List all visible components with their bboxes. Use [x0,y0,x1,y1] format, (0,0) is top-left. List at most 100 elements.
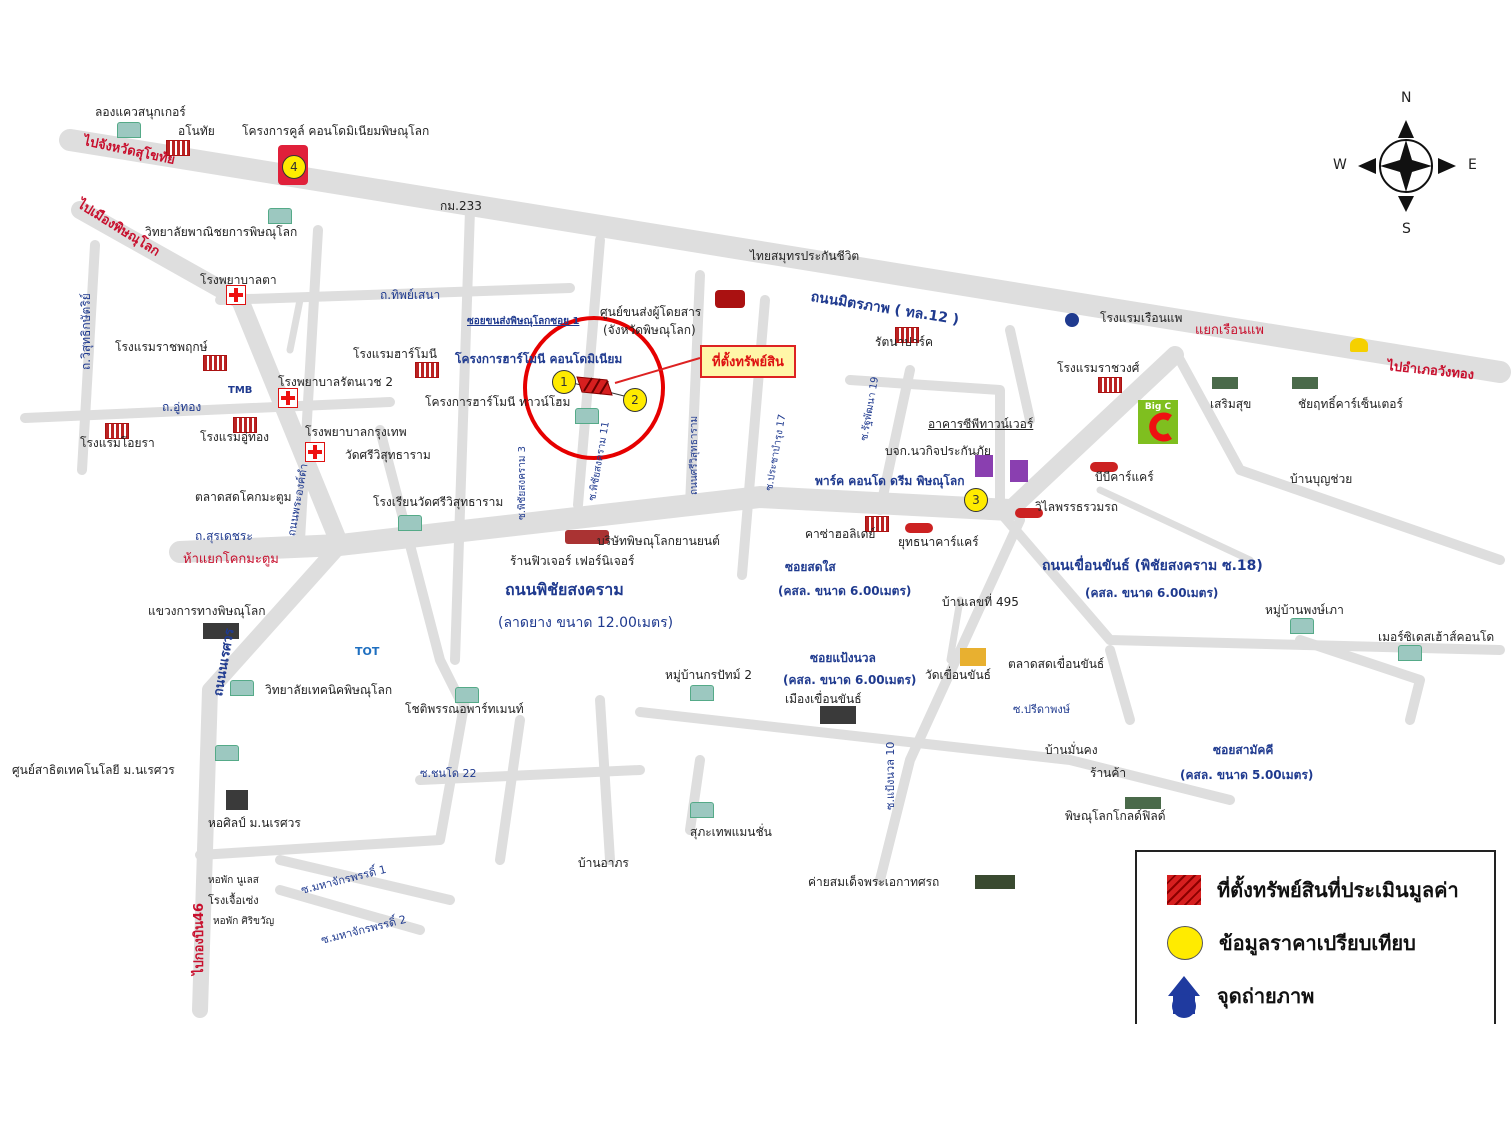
legend-label: ข้อมูลราคาเปรียบเทียบ [1219,931,1416,955]
compass-rose [1358,120,1456,212]
place-label: โรงแรมอู่ทอง [200,430,270,444]
road-label: ซ.แป้งนวล 10 [884,741,897,810]
blue-arrow-icon [1168,976,1200,1018]
road-label: ถ.อู่ทอง [162,400,202,414]
place-label: ร้านค้า [1090,766,1127,780]
road-naresuan [192,537,348,1018]
compass-east: E [1468,157,1477,173]
place-label: บ้านบุญช่วย [1290,472,1353,486]
yellow-circle-icon [1167,926,1203,960]
legend-label: จุดถ่ายภาพ [1217,984,1315,1008]
hotel-icon [865,516,889,532]
place-label: หอพัก ศิริขวัญ [213,916,275,927]
place-label: วิทยาลัยเทคนิคพิษณุโลก [265,683,393,697]
big-c-text: Big C [1144,402,1172,412]
place-label: หอพัก นูเลส [208,875,259,886]
comparable-marker-3[interactable]: 3 [964,488,988,512]
hotel-icon [105,423,129,439]
village-icon [1290,618,1314,634]
place-label: โรงพยาบาลตา [200,273,277,287]
place-label: กม.233 [440,199,482,213]
place-label: ไทยสมุทรประกันชีวิต [750,249,860,263]
car-icon [1015,508,1043,518]
place-label: บจก.นวกิจประกันภัย [885,444,991,458]
road-label-phichai-songkhram: ถนนพิชัยสงคราม [505,580,624,599]
place-label: บีบีคาร์แคร์ [1095,470,1154,484]
compass-south: S [1402,221,1411,237]
place-label: บริษัทพิษณุโลกยานยนต์ [597,534,720,548]
comparable-marker-2[interactable]: 2 [623,388,647,412]
place-label: ร้านฟิวเจอร์ เฟอร์นิเจอร์ [510,554,635,568]
big-c-logo [1138,400,1178,444]
school-icon [215,745,239,761]
legend-item-photo-point: จุดถ่ายภาพ [1167,974,1314,1018]
road-label: ซอยสามัคคี [1213,743,1274,757]
hospital-icon [305,442,325,462]
legend-item-subject: ที่ตั้งทรัพย์สินที่ประเมินมูลค่า [1167,874,1459,906]
car-icon [1090,462,1118,472]
place-label: โครงการฮาร์โมนี ทาวน์โฮม [425,395,571,409]
road-label: ถนนเขื่อนขันธ์ (พิชัยสงคราม ซ.18) [1042,558,1263,574]
place-label: อโนทัย [178,124,215,138]
school-icon [398,515,422,531]
place-label: ศูนย์ขนส่งผู้โดยสาร [600,305,702,319]
place-label: ค่ายสมเด็จพระเอกาทศรถ [808,875,940,889]
compass-north: N [1401,90,1412,106]
place-label: หมู่บ้านพงษ์เภา [1265,603,1344,617]
place-label: อาคารซีพีทาวน์เวอร์ [928,417,1034,431]
hospital-icon [226,285,246,305]
road-label: ซ.ชนโด 22 [420,767,477,780]
place-label: โรงเรียนวัดศรีวิสุทธาราม [373,495,504,509]
place-label: รัตนาปาร์ค [875,335,934,349]
place-label: ลองแควสนุกเกอร์ [95,105,186,119]
mansion-icon [690,802,714,818]
museum-icon [226,790,248,810]
tmb-logo: TMB [228,385,253,396]
factory-icon [1212,377,1238,389]
road-spec: (คสล. ขนาด 6.00เมตร) [1085,586,1219,600]
road-label: ถ.ทิพย์เสนา [380,288,441,302]
place-label: โรงแรมราชวงศ์ [1057,361,1140,375]
condo-icon [1398,645,1422,661]
project-label: พาร์ค คอนโด ดรีม พิษณุโลก [815,474,965,488]
place-label: โชติพรรณอพาร์ทเมนท์ [405,702,524,716]
road-label: ซอยขนส่งพิษณุโลกซอย 1 [467,316,580,327]
place-label: พิษณุโลกโกลด์ฟิลด์ [1065,809,1166,823]
hotel-icon [1098,377,1122,393]
place-label: โรงแรมโอยรา [80,436,155,450]
comparable-marker-1[interactable]: 1 [552,370,576,394]
place-label: โรงแรมเรือนแพ [1100,311,1183,325]
road-spec: (คสล. ขนาด 6.00เมตร) [783,673,917,687]
shell-icon [1350,338,1368,352]
place-label: สุภะเทพแมนชั่น [690,825,772,839]
direction-label: ห้าแยกโคกมะตูม [183,552,279,567]
legend-label: ที่ตั้งทรัพย์สินที่ประเมินมูลค่า [1217,878,1459,902]
place-label: บ้านมั่นคง [1045,743,1098,757]
subject-highlight-circle [523,316,665,460]
place-label: แขวงการทางพิษณุโลก [148,604,266,618]
road-label: ถนนศรีวิสุทธาราม [689,415,700,495]
road-label: ถ.สุรเดชระ [195,529,253,543]
school-icon [268,208,292,224]
comparable-marker-4[interactable]: 4 [282,155,306,179]
tot-logo: TOT [355,645,380,658]
place-label: ตลาดสดโคกมะตูม [195,490,292,504]
place-label: วัดเขื่อนขันธ์ [925,668,991,682]
place-label: (จังหวัดพิษณุโลก) [603,323,696,337]
place-label: บ้านเลขที่ 495 [942,595,1019,609]
factory-icon [1292,377,1318,389]
road-label: ซ.พิชัยสงคราม 3 [517,446,528,520]
place-label: เมืองเขื่อนขันธ์ [785,692,862,706]
school-icon [230,680,254,696]
place-label: วิทยาลัยพาณิชยการพิษณุโลก [145,225,298,239]
road-spec: (ลาดยาง ขนาด 12.00เมตร) [498,615,674,631]
road-spec: (คสล. ขนาด 6.00เมตร) [778,584,912,598]
compass-west: W [1333,157,1347,173]
place-label: โรงแรมฮาร์โมนี [353,347,437,361]
hotel-icon [895,327,919,343]
place-label: วัดศรีวิสุทธาราม [345,448,431,462]
road-label: ถ.วิสุทธิกษัตริย์ [79,293,93,370]
place-label: เมอร์ซิเดสเฮ้าส์คอนโด [1378,630,1495,644]
subject-property-callout: ที่ตั้งทรัพย์สิน [700,345,796,378]
